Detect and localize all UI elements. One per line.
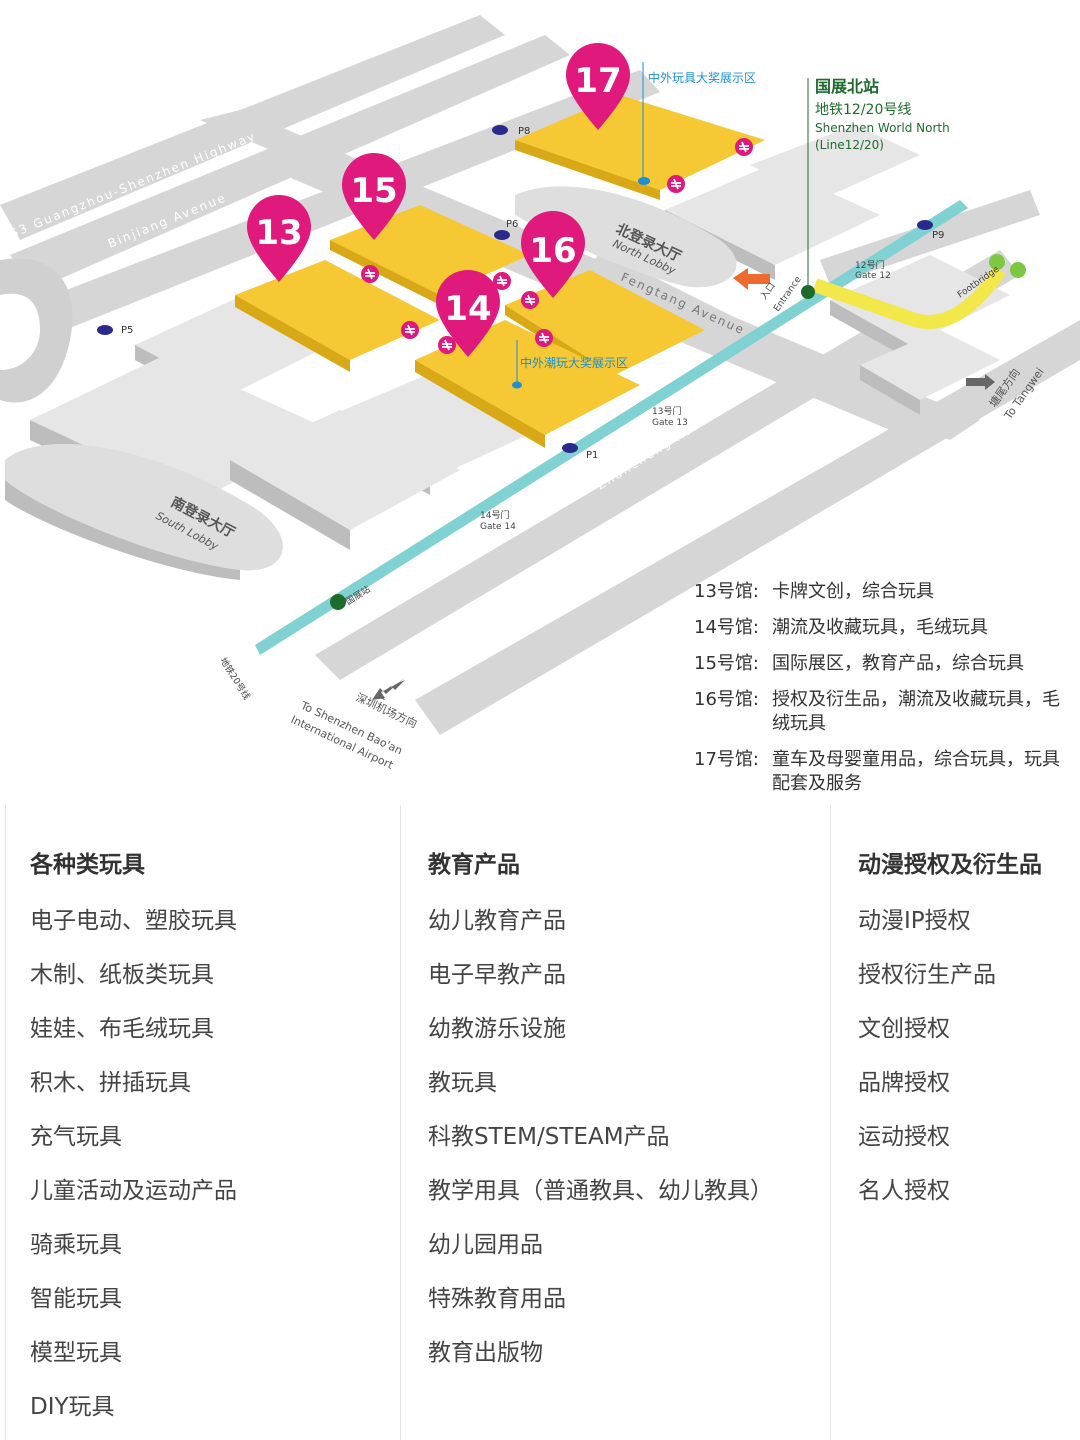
legend-value: 童车及母婴童用品，综合玩具，玩具配套及服务 — [772, 749, 1060, 794]
gates: 12号门 Gate 12 13号门 Gate 13 14号门 Gate 14 — [480, 259, 891, 532]
legend-key: 17号馆: — [694, 749, 759, 770]
legend-row: 14号馆: 潮流及收藏玩具，毛绒玩具 — [694, 616, 1076, 640]
list-item: 特殊教育用品 — [428, 1286, 566, 1312]
legend-value: 国际展区，教育产品，综合玩具 — [772, 653, 1024, 674]
category-title: 教育产品 — [428, 852, 520, 878]
svg-text:14号门: 14号门 — [480, 509, 509, 521]
list-item: 儿童活动及运动产品 — [30, 1178, 237, 1204]
column-divider — [830, 805, 831, 1440]
list-item: 幼儿教育产品 — [428, 908, 566, 934]
svg-text:Shenzhen World North: Shenzhen World North — [815, 121, 950, 135]
list-item: 电子电动、塑胶玩具 — [30, 908, 237, 934]
svg-text:P6: P6 — [506, 219, 518, 230]
list-item: 模型玩具 — [30, 1340, 122, 1366]
list-item: 幼儿园用品 — [428, 1232, 543, 1258]
list-item: 充气玩具 — [30, 1124, 122, 1150]
svg-text:P1: P1 — [586, 450, 598, 461]
category-column-education: 教育产品 幼儿教育产品 电子早教产品 幼教游乐设施 教玩具 科教STEM/STE… — [428, 805, 773, 1440]
list-item: 木制、纸板类玩具 — [30, 962, 214, 988]
dir-airport: 深圳机场方向 To Shenzhen Bao'an International … — [289, 678, 420, 772]
list-item: 运动授权 — [858, 1124, 950, 1150]
svg-text:16: 16 — [529, 231, 576, 271]
list-item: 动漫IP授权 — [858, 908, 971, 934]
legend-row: 13号馆: 卡牌文创，综合玩具 — [694, 580, 1076, 604]
legend-row: 16号馆: 授权及衍生品，潮流及收藏玩具，毛绒玩具 — [694, 688, 1076, 736]
svg-text:地铁20号线: 地铁20号线 — [217, 655, 252, 702]
ramp — [0, 258, 73, 403]
svg-text:12号门: 12号门 — [855, 259, 884, 271]
list-item: 电子早教产品 — [428, 962, 566, 988]
exhibition-map: 北登录大厅 North Lobby 南登录大厅 South Lobby 地铁20… — [0, 15, 1080, 772]
svg-text:P5: P5 — [121, 325, 133, 336]
legend-key: 14号馆: — [694, 617, 759, 638]
svg-text:Gate 14: Gate 14 — [480, 522, 516, 532]
parking-markers: P8 P6 P5 P1 P9 — [97, 125, 944, 461]
list-item: 名人授权 — [858, 1178, 950, 1204]
svg-text:国展北站: 国展北站 — [815, 77, 879, 96]
legend-key: 13号馆: — [694, 581, 759, 602]
pin-17: 17 — [566, 43, 630, 130]
station-north: 国展北站 地铁12/20号线 Shenzhen World North (Lin… — [801, 77, 950, 299]
category-column-toys: 各种类玩具 电子电动、塑胶玩具 木制、纸板类玩具 娃娃、布毛绒玩具 积木、拼插玩… — [30, 805, 390, 1440]
list-item: 教育出版物 — [428, 1340, 543, 1366]
legend-key: 15号馆: — [694, 653, 759, 674]
pin-15: 15 — [342, 153, 406, 240]
footbridge-end — [989, 254, 1005, 270]
list-item: 科教STEM/STEAM产品 — [428, 1124, 670, 1150]
zone-toy-award: 中外玩具大奖展示区 — [638, 62, 756, 185]
product-categories: 各种类玩具 电子电动、塑胶玩具 木制、纸板类玩具 娃娃、布毛绒玩具 积木、拼插玩… — [0, 805, 1080, 1440]
list-item: 积木、拼插玩具 — [30, 1070, 191, 1096]
column-divider — [5, 805, 6, 1440]
list-item: 骑乘玩具 — [30, 1232, 122, 1258]
svg-text:Gate 13: Gate 13 — [652, 418, 688, 428]
svg-text:(Line12/20): (Line12/20) — [815, 138, 884, 152]
svg-text:P9: P9 — [932, 230, 944, 241]
pin-16: 16 — [521, 211, 585, 298]
column-divider — [400, 805, 401, 1440]
legend-value: 潮流及收藏玩具，毛绒玩具 — [772, 617, 988, 638]
footbridge — [812, 266, 1006, 329]
legend-row: 17号馆: 童车及母婴童用品，综合玩具，玩具配套及服务 — [694, 748, 1076, 796]
legend-row: 15号馆: 国际展区，教育产品，综合玩具 — [694, 652, 1076, 676]
svg-text:14: 14 — [444, 289, 491, 329]
svg-text:13号门: 13号门 — [652, 405, 681, 417]
list-item: 授权衍生产品 — [858, 962, 996, 988]
svg-text:中外潮玩大奖展示区: 中外潮玩大奖展示区 — [520, 355, 628, 370]
list-item: 智能玩具 — [30, 1286, 122, 1312]
pin-14: 14 — [436, 270, 500, 357]
svg-text:P8: P8 — [518, 126, 530, 137]
svg-text:17: 17 — [574, 61, 621, 101]
list-item: 教学用具（普通教具、幼儿教具） — [428, 1178, 773, 1204]
north-lobby: 北登录大厅 North Lobby — [515, 186, 737, 288]
legend-key: 16号馆: — [694, 689, 759, 710]
svg-text:13: 13 — [255, 213, 302, 253]
category-list: 幼儿教育产品 电子早教产品 幼教游乐设施 教玩具 科教STEM/STEAM产品 … — [428, 894, 773, 1380]
list-item: 娃娃、布毛绒玩具 — [30, 1016, 214, 1042]
list-item: DIY玩具 — [30, 1394, 115, 1420]
svg-text:中外玩具大奖展示区: 中外玩具大奖展示区 — [648, 70, 756, 85]
hall-13 — [235, 260, 440, 372]
footbridge-end-2 — [1010, 262, 1026, 278]
category-column-licensing: 动漫授权及衍生品 动漫IP授权 授权衍生产品 文创授权 品牌授权 运动授权 名人… — [858, 805, 1078, 1440]
category-title: 各种类玩具 — [30, 852, 145, 878]
legend-value: 授权及衍生品，潮流及收藏玩具，毛绒玩具 — [772, 689, 1060, 734]
list-item: 品牌授权 — [858, 1070, 950, 1096]
hall-17 — [515, 95, 765, 200]
svg-text:地铁12/20号线: 地铁12/20号线 — [815, 102, 911, 118]
svg-text:深圳机场方向: 深圳机场方向 — [354, 690, 420, 731]
list-item: 幼教游乐设施 — [428, 1016, 566, 1042]
legend-value: 卡牌文创，综合玩具 — [772, 581, 934, 602]
svg-text:15: 15 — [350, 171, 397, 211]
category-list: 动漫IP授权 授权衍生产品 文创授权 品牌授权 运动授权 名人授权 — [858, 894, 996, 1218]
list-item: 文创授权 — [858, 1016, 950, 1042]
list-item: 教玩具 — [428, 1070, 497, 1096]
category-title: 动漫授权及衍生品 — [858, 852, 1042, 878]
hall-pins: 17 15 13 16 14 — [247, 43, 630, 357]
zone-trend-award: 中外潮玩大奖展示区 — [512, 340, 628, 389]
hall-legend: 13号馆: 卡牌文创，综合玩具 14号馆: 潮流及收藏玩具，毛绒玩具 15号馆:… — [694, 580, 1076, 808]
south-lobby: 南登录大厅 South Lobby — [5, 443, 283, 580]
svg-text:Gate 12: Gate 12 — [855, 271, 891, 281]
pin-13: 13 — [247, 195, 311, 282]
category-list: 电子电动、塑胶玩具 木制、纸板类玩具 娃娃、布毛绒玩具 积木、拼插玩具 充气玩具… — [30, 894, 237, 1434]
